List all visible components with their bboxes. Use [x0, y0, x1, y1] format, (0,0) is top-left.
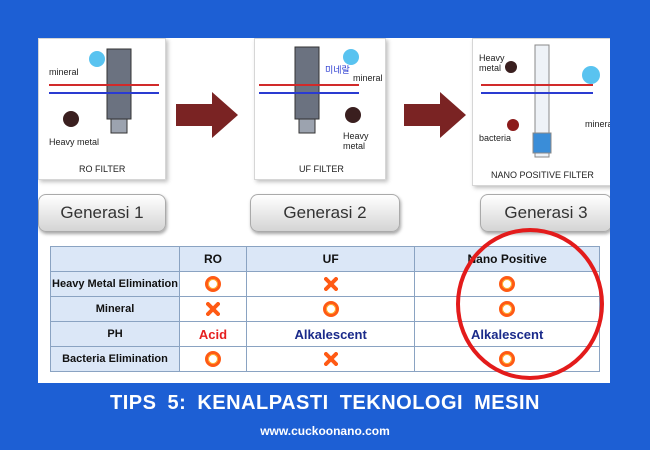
cross-icon [206, 302, 220, 317]
table-cell [246, 296, 416, 322]
table-cell [414, 271, 600, 297]
ph-value-alkalescent: Alkalescent [294, 326, 367, 342]
table-cell [414, 296, 600, 322]
table-cell [178, 271, 248, 297]
circle-icon [499, 301, 516, 317]
row-label: Bacteria Elimination [50, 346, 180, 372]
cross-icon [323, 352, 338, 367]
diagram-label-heavy-metal: Heavy metal [343, 131, 369, 151]
infographic-panel: mineral Heavy metal RO FILTER 미네랄 minera… [38, 38, 610, 383]
table-header-cell: RO [178, 246, 248, 272]
diagram-label-mineral: mineral [49, 67, 79, 77]
comparison-table: RO UF Nano Positive Heavy Metal Eliminat… [50, 246, 600, 372]
table-cell [178, 346, 248, 372]
diagram-label-heavy-metal: Heavy metal [49, 137, 100, 147]
ph-value-acid: Acid [198, 326, 228, 342]
diagram-label-mineral: mineral [585, 119, 610, 129]
row-label: Mineral [50, 296, 180, 322]
diagram-label-mineral: mineral [353, 73, 383, 83]
uf-filter-illustration [259, 46, 361, 134]
row-label: Heavy Metal Elimination [50, 271, 180, 297]
footer-url[interactable]: www.cuckoonano.com [260, 424, 390, 438]
footer-title: TIPS 5: KENALPASTI TEKNOLOGI MESIN [110, 392, 540, 414]
circle-icon [499, 276, 516, 292]
table-cell [246, 346, 416, 372]
heavy-metal-icon [345, 107, 361, 123]
table-row: Bacteria Elimination [50, 346, 600, 372]
arrow-right-icon [176, 92, 238, 138]
table-cell [414, 346, 600, 372]
water-drop-icon [582, 66, 600, 84]
table-cell [246, 271, 416, 297]
cross-icon [323, 277, 338, 292]
diagram-caption: NANO POSITIVE FILTER [491, 170, 594, 180]
ro-filter-illustration [49, 48, 159, 134]
diagram-label-bacteria: bacteria [479, 133, 512, 143]
nano-positive-filter-diagram: Heavy metal mineral bacteria NANO POSITI… [472, 38, 610, 186]
table-cell: Alkalescent [414, 321, 600, 347]
circle-icon [205, 276, 221, 292]
heavy-metal-icon [63, 111, 79, 127]
generasi-2-button[interactable]: Generasi 2 [250, 194, 400, 232]
arrow-right-icon [404, 92, 466, 138]
nano-filter-illustration [481, 44, 600, 158]
ro-filter-diagram: mineral Heavy metal RO FILTER [38, 38, 166, 180]
diagram-caption: UF FILTER [299, 164, 344, 174]
diagram-label-korean-mineral: 미네랄 [325, 65, 350, 75]
diagram-caption: RO FILTER [79, 164, 126, 174]
table-header-row: RO UF Nano Positive [50, 246, 600, 272]
water-drop-icon [343, 49, 359, 65]
ph-value-alkalescent: Alkalescent [471, 326, 544, 342]
table-cell: Alkalescent [246, 321, 416, 347]
table-header-cell [50, 246, 180, 272]
table-header-cell: UF [246, 246, 416, 272]
table-cell: Acid [178, 321, 248, 347]
circle-icon [322, 301, 339, 317]
table-row: Heavy Metal Elimination [50, 271, 600, 297]
table-cell [178, 296, 248, 322]
generasi-3-button[interactable]: Generasi 3 [480, 194, 610, 232]
circle-icon [205, 351, 221, 367]
bacteria-icon [507, 119, 519, 131]
row-label: PH [50, 321, 180, 347]
table-row: PH Acid Alkalescent Alkalescent [50, 321, 600, 347]
table-row: Mineral [50, 296, 600, 322]
water-drop-icon [89, 51, 105, 67]
circle-icon [499, 351, 516, 367]
uf-filter-diagram: 미네랄 mineral Heavy metal UF FILTER [254, 38, 386, 180]
table-header-cell: Nano Positive [414, 246, 600, 272]
heavy-metal-icon [505, 61, 517, 73]
generasi-1-button[interactable]: Generasi 1 [38, 194, 166, 232]
diagram-label-heavy-metal: Heavy metal [479, 53, 505, 73]
